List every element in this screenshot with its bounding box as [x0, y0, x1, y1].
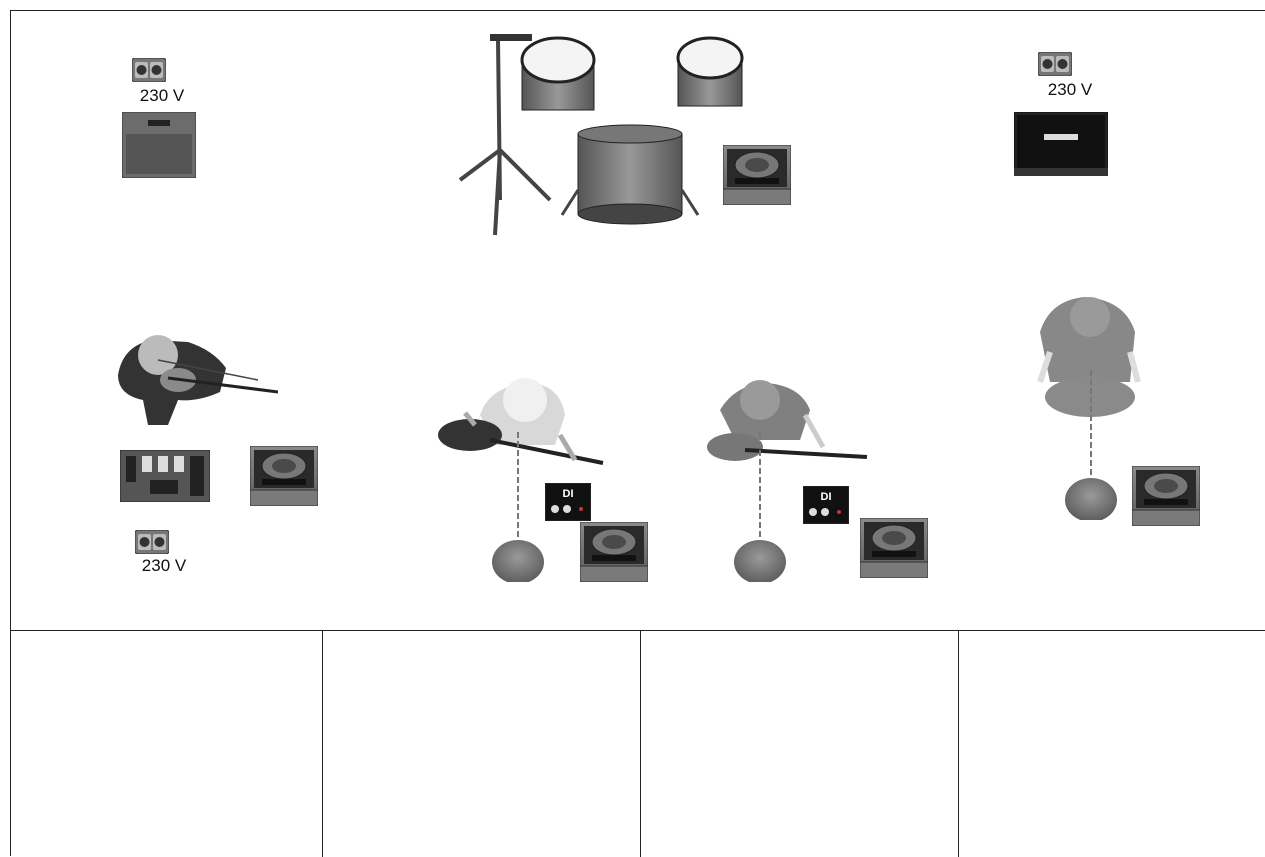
power-label: 230 V — [124, 556, 204, 576]
mic-stand-icon — [492, 432, 548, 582]
table-cell — [641, 631, 959, 857]
power-outlet-icon — [1038, 52, 1072, 76]
amplifier-icon — [1014, 112, 1108, 176]
floor-monitor-icon — [250, 446, 318, 506]
power-label: 230 V — [122, 86, 202, 106]
pedalboard-icon — [120, 450, 210, 502]
mic-stand-icon — [734, 432, 790, 582]
power-label: 230 V — [1030, 80, 1110, 100]
table-cell — [959, 631, 1265, 857]
amplifier-icon — [122, 112, 196, 178]
power-outlet-icon — [132, 58, 166, 82]
input-list-table — [10, 630, 1265, 856]
violinist-icon — [108, 320, 283, 430]
floor-monitor-icon — [580, 522, 648, 582]
di-box-icon — [803, 486, 849, 524]
power-outlet-icon — [135, 530, 169, 554]
table-cell — [323, 631, 641, 857]
drum-kit-icon — [450, 30, 750, 240]
di-box-icon — [545, 483, 591, 521]
floor-monitor-icon — [1132, 466, 1200, 526]
floor-monitor-icon — [860, 518, 928, 578]
table-cell — [11, 631, 323, 857]
mic-stand-icon — [1065, 370, 1121, 520]
floor-monitor-icon — [723, 145, 791, 205]
